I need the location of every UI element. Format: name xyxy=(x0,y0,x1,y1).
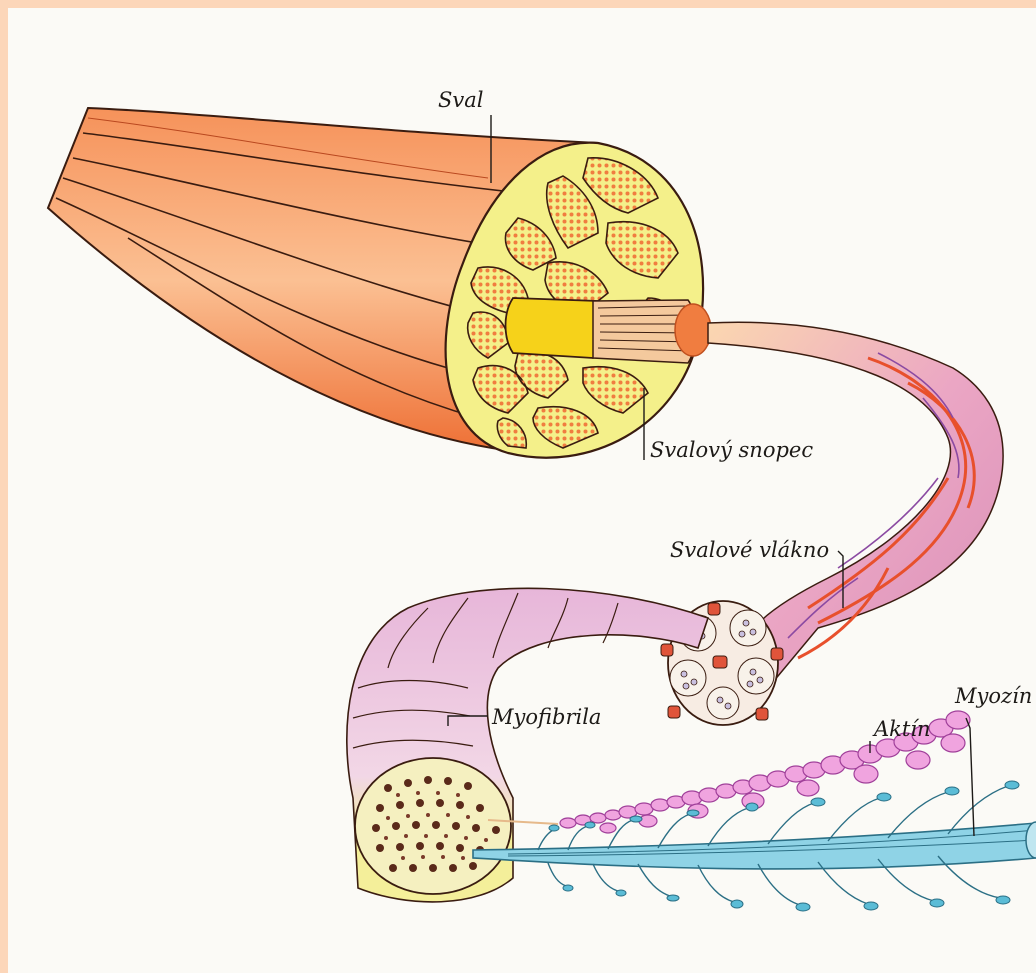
muscle-anatomy-diagram: Sval Svalový snopec Svalové vlákno Myofi… xyxy=(8,8,1036,973)
label-myozin: Myozín xyxy=(954,684,1032,708)
muscle-fiber xyxy=(661,322,1003,725)
diagram-frame: Sval Svalový snopec Svalové vlákno Myofi… xyxy=(8,8,1036,973)
label-svalove-vlakno: Svalové vlákno xyxy=(670,538,829,562)
label-myofibrila: Myofibrila xyxy=(491,705,601,729)
label-sval: Sval xyxy=(438,88,484,112)
label-svalovy-snopec: Svalový snopec xyxy=(650,438,813,462)
label-aktin: Aktín xyxy=(872,717,931,741)
